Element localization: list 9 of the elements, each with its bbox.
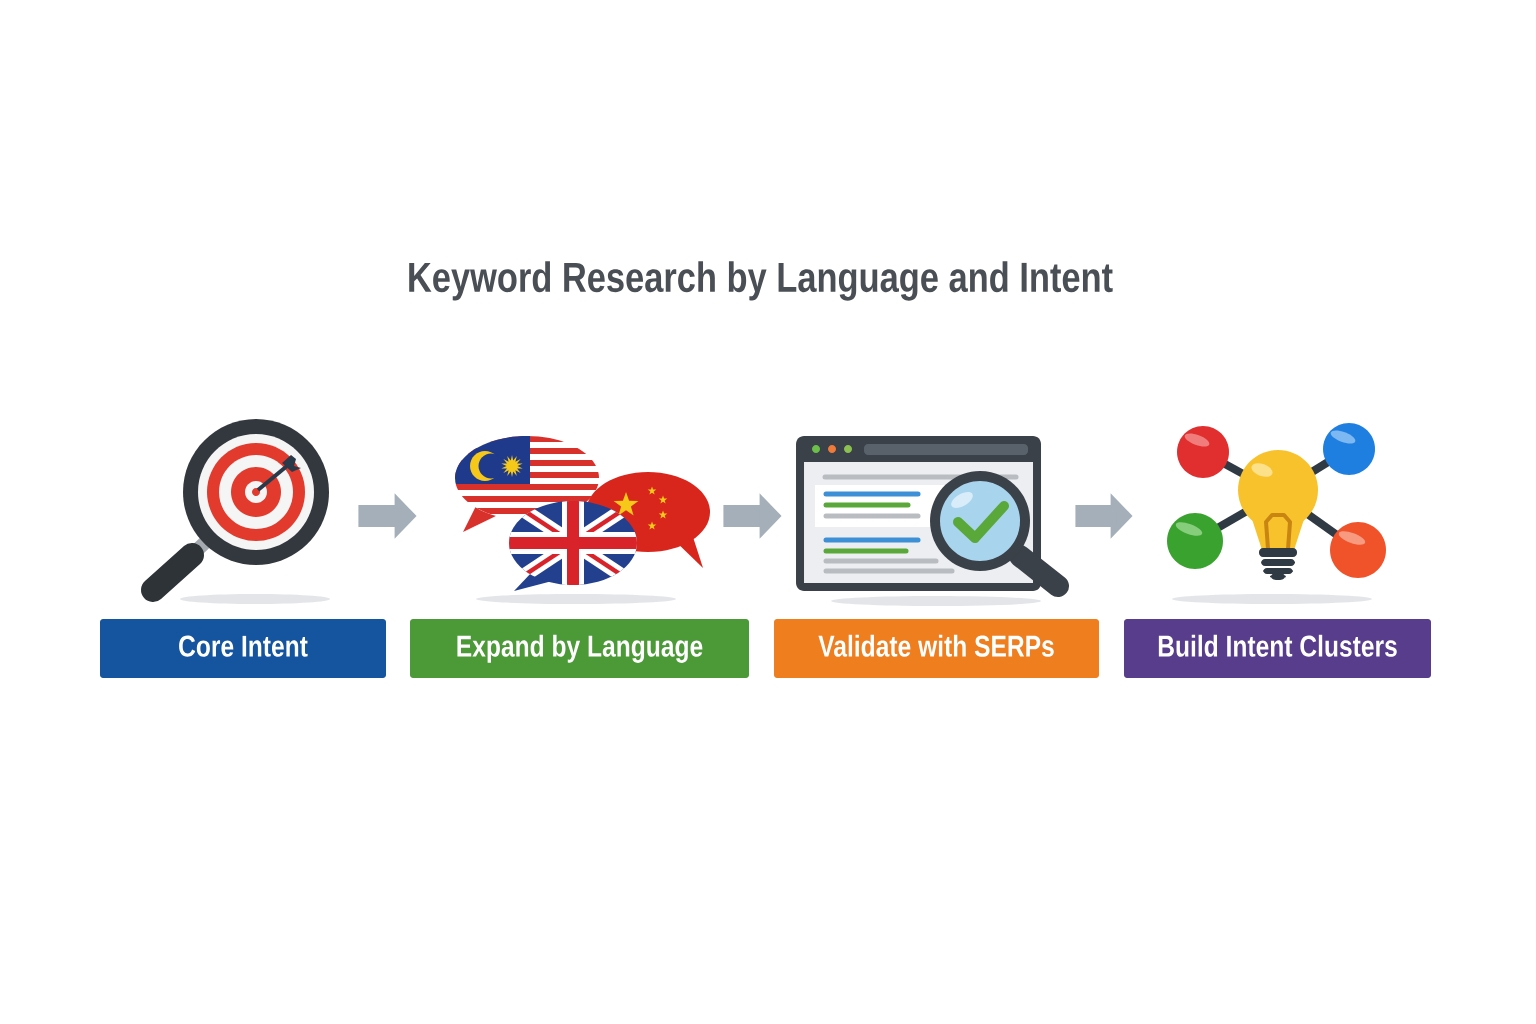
flag-speech-bubbles-icon xyxy=(455,436,710,591)
browser-magnifier-icon xyxy=(796,436,1069,597)
step-box: Core Intent xyxy=(100,619,386,678)
step-box: Build Intent Clusters xyxy=(1124,619,1431,678)
step-box: Expand by Language xyxy=(410,619,749,678)
lightbulb-network-icon xyxy=(1167,423,1386,580)
title: Keyword Research by Language and Intent xyxy=(409,261,1113,301)
magnifier-target-icon xyxy=(141,419,329,602)
step-box: Validate with SERPs xyxy=(774,619,1099,678)
